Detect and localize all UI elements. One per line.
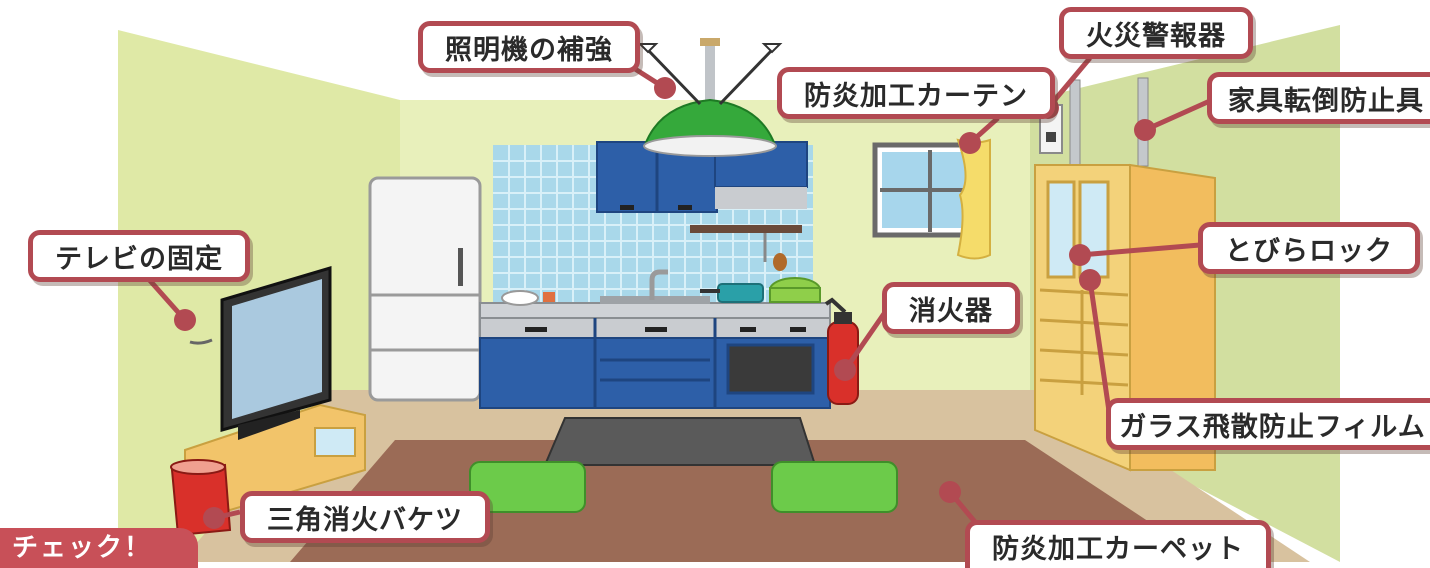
curtain: [956, 138, 991, 260]
label-door-lock: とびらロック: [1198, 222, 1420, 274]
label-fire-bucket: 三角消火バケツ: [240, 491, 490, 543]
faucet: [649, 269, 668, 300]
cupboard: [1034, 163, 1216, 472]
tv-fixing-strap: [189, 338, 213, 345]
label-fire-extinguisher: 消火器: [882, 282, 1020, 334]
utensil-rail: [690, 225, 802, 233]
cup: [543, 292, 555, 302]
label-lighting-reinforcement: 照明機の補強: [418, 21, 640, 73]
kitchen-counter: [479, 296, 831, 409]
refrigerator: [368, 176, 482, 402]
label-fire-alarm: 火災警報器: [1059, 7, 1253, 59]
ceiling-lamp: [637, 38, 783, 157]
cushion-left: [469, 461, 586, 513]
cushion-right: [771, 461, 898, 513]
label-flame-retardant-carpet: 防炎加工カーペット: [965, 520, 1271, 568]
label-flame-retardant-curtain: 防炎加工カーテン: [777, 67, 1055, 119]
pot: [700, 283, 764, 303]
label-glass-scatter-film: ガラス飛散防止フィルム: [1106, 398, 1430, 450]
green-pot: [769, 277, 821, 303]
label-tv-fixing: テレビの固定: [28, 230, 250, 282]
check-banner: チェック！: [0, 528, 198, 568]
label-furniture-fall-prevention: 家具転倒防止具: [1207, 72, 1430, 124]
bowl: [501, 290, 539, 306]
television: [220, 265, 332, 440]
